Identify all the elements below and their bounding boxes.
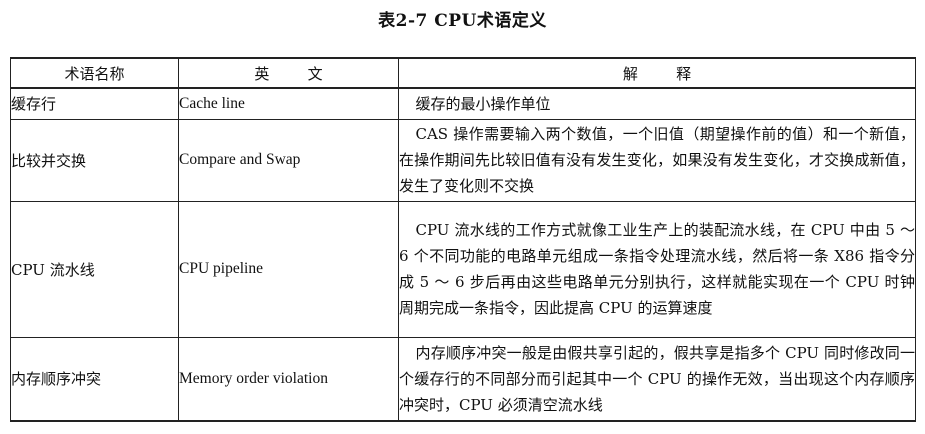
explanation-cell: 内存顺序冲突一般是由假共享引起的，假共享是指多个 CPU 同时修改同一个缓存行的… xyxy=(398,336,916,422)
table-row: 比较并交换 Compare and Swap CAS 操作需要输入两个数值，一个… xyxy=(10,118,916,202)
table-header-row: 术语名称 英 文 解 释 xyxy=(10,57,916,89)
explanation-cell: CAS 操作需要输入两个数值，一个旧值（期望操作前的值）和一个新值，在操作期间先… xyxy=(398,118,916,202)
table-row: CPU 流水线 CPU pipeline CPU 流水线的工作方式就像工业生产上… xyxy=(10,200,916,338)
term-cell: CPU 流水线 xyxy=(10,200,179,338)
english-cell: CPU pipeline xyxy=(178,200,399,338)
term-cell: 比较并交换 xyxy=(10,118,179,202)
english-cell: Compare and Swap xyxy=(178,118,399,202)
english-cell: Cache line xyxy=(178,87,399,120)
header-english: 英 文 xyxy=(178,57,399,89)
table-row: 内存顺序冲突 Memory order violation 内存顺序冲突一般是由… xyxy=(10,336,916,422)
term-cell: 缓存行 xyxy=(10,87,179,120)
header-explanation: 解 释 xyxy=(398,57,916,89)
english-cell: Memory order violation xyxy=(178,336,399,422)
explanation-cell: 缓存的最小操作单位 xyxy=(398,87,916,120)
explanation-cell: CPU 流水线的工作方式就像工业生产上的装配流水线，在 CPU 中由 5 ～ 6… xyxy=(398,200,916,338)
term-cell: 内存顺序冲突 xyxy=(10,336,179,422)
table-caption: 表2-7 CPU术语定义 xyxy=(378,11,547,31)
cpu-terms-table: 术语名称 英 文 解 释 缓存行 Cache line 缓存的最小操作单位 比较… xyxy=(10,57,916,422)
table-row: 缓存行 Cache line 缓存的最小操作单位 xyxy=(10,87,916,120)
header-term: 术语名称 xyxy=(10,57,179,89)
